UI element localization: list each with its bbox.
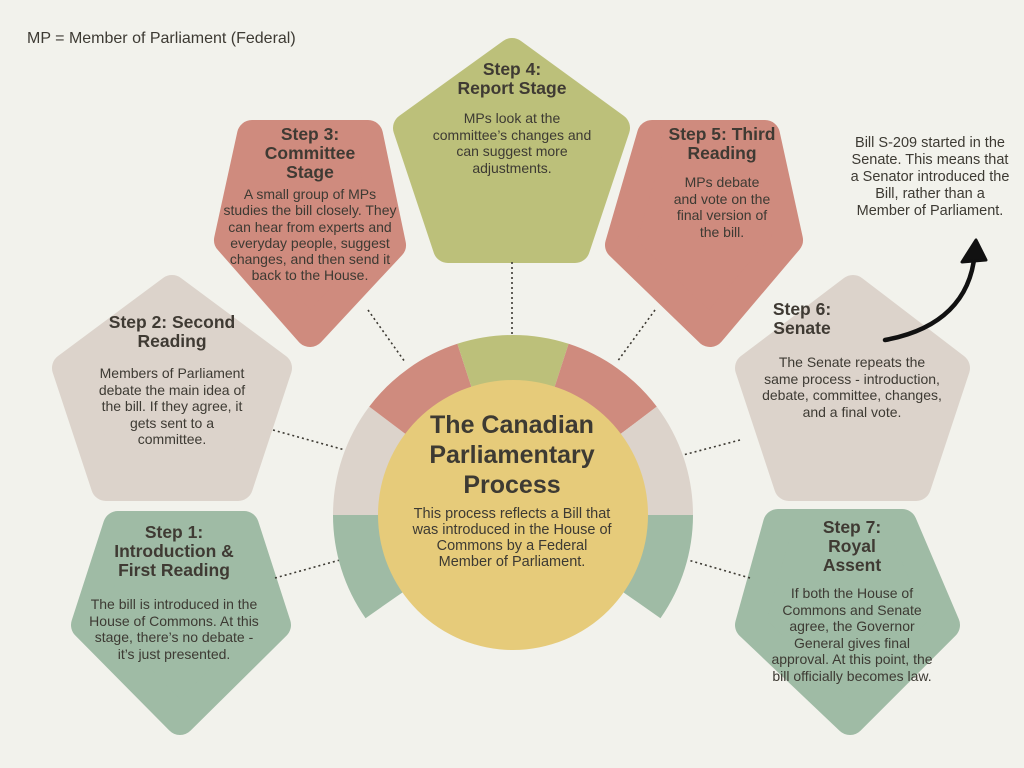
process-ring: [333, 335, 693, 619]
step-5-text: MPs debate and vote on the final version…: [673, 174, 771, 240]
step-5: Step 5: Third Reading MPs debate and vot…: [657, 125, 787, 240]
center-description: This process reflects a Bill that was in…: [412, 506, 612, 570]
step-1-title: Step 1: Introduction & First Reading: [114, 522, 234, 580]
step-2-title: Step 2: Second Reading: [108, 312, 236, 351]
ring-segment-2: [333, 406, 410, 515]
connector-6: [682, 439, 741, 456]
step-1-pentagon: [71, 511, 291, 735]
step-1-text: The bill is introduced in the House of C…: [89, 596, 259, 662]
step-1: Step 1: Introduction & First Reading The…: [89, 523, 259, 662]
arrowhead-icon: [960, 238, 988, 264]
ring-segment-4: [457, 335, 569, 392]
ring-segment-7: [619, 515, 693, 619]
arrow-icon: [882, 247, 978, 343]
ring-segment-1: [333, 515, 407, 619]
step-3-title: Step 3: Committee Stage: [264, 124, 356, 182]
senate-note: Bill S-209 started in the Senate. This m…: [850, 135, 1010, 219]
step-3-text: A small group of MPs studies the bill cl…: [223, 186, 397, 284]
step-7: Step 7: Royal Assent If both the House o…: [767, 518, 937, 684]
step-6: Step 6: Senate The Senate repeats the sa…: [762, 300, 942, 420]
ring-segment-5: [553, 343, 657, 437]
connector-3: [367, 309, 406, 363]
center-title: The Canadian Parliamentary Process: [429, 411, 595, 499]
step-7-text: If both the House of Commons and Senate …: [771, 585, 933, 684]
step-7-pentagon: [735, 509, 960, 735]
step-6-text: The Senate repeats the same process - in…: [762, 354, 942, 420]
step-3: Step 3: Committee Stage A small group of…: [220, 125, 400, 284]
connector-1: [274, 559, 341, 579]
step-5-title: Step 5: Third Reading: [668, 124, 776, 163]
step-2: Step 2: Second Reading Members of Parlia…: [82, 313, 262, 448]
connector-7: [687, 559, 751, 579]
step-4-text: MPs look at the committee’s changes and …: [432, 110, 592, 176]
step-7-title: Step 7: Royal Assent: [822, 517, 882, 575]
legend-text: MP = Member of Parliament (Federal): [27, 30, 296, 47]
step-4-title: Step 4: Report Stage: [457, 59, 567, 98]
connector-2: [272, 429, 346, 451]
ring-segment-3: [369, 343, 473, 437]
step-6-pentagon: [735, 275, 970, 501]
step-5-pentagon: [605, 120, 803, 347]
step-2-text: Members of Parliament debate the main id…: [98, 365, 246, 447]
step-4-pentagon: [393, 38, 630, 263]
ring-segment-6: [616, 406, 693, 515]
step-3-pentagon: [214, 120, 406, 347]
step-2-pentagon: [52, 275, 292, 501]
connector-5: [616, 309, 656, 363]
step-4: Step 4: Report Stage MPs look at the com…: [427, 60, 597, 176]
center-circle: [378, 380, 648, 650]
step-6-title: Step 6: Senate: [772, 299, 832, 338]
center-block: The Canadian Parliamentary Process This …: [392, 410, 632, 570]
